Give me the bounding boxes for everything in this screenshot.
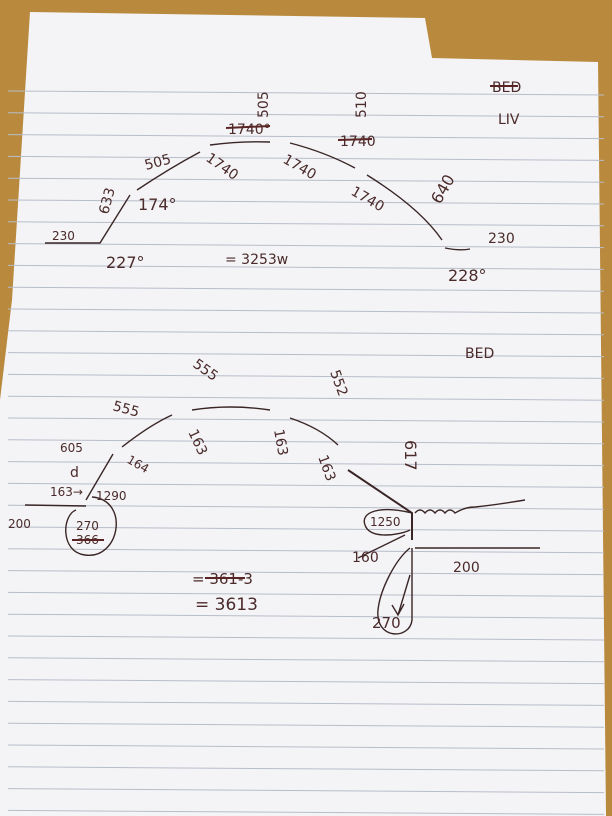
- room-label-struck: BED: [492, 80, 521, 96]
- label-200-left: 200: [8, 517, 31, 531]
- ruled-line: [7, 548, 605, 554]
- ruled-line: [7, 352, 605, 358]
- ruled-line: [7, 221, 605, 227]
- label-270-left: 270: [76, 519, 99, 533]
- ruled-line: [7, 395, 605, 401]
- label-633: 633: [96, 186, 118, 216]
- label-230-right: 230: [488, 231, 515, 247]
- ruled-line: [7, 700, 605, 706]
- label-200-right: 200: [453, 560, 480, 576]
- ruled-line: [7, 155, 605, 161]
- label-227: 227°: [106, 253, 145, 272]
- label-d: d: [70, 465, 79, 481]
- label-163-arrow: 163→: [50, 485, 83, 499]
- ruled-line: [7, 461, 605, 467]
- ruled-line: [7, 264, 605, 270]
- ruled-line: [7, 373, 605, 379]
- ruled-line: [7, 177, 605, 183]
- ruled-line: [7, 112, 605, 118]
- label-617: 617: [401, 440, 420, 471]
- ruled-line: [7, 809, 605, 815]
- ruled-line: [7, 744, 605, 750]
- ruled-line: [7, 570, 605, 576]
- ruled-line: [7, 657, 605, 663]
- label-1740-struck-b: 1740: [340, 134, 376, 150]
- ruled-line: [7, 199, 605, 205]
- label-174: 174°: [138, 195, 177, 214]
- label-228: 228°: [448, 266, 487, 285]
- ruled-line: [7, 788, 605, 794]
- ruled-line: [7, 90, 605, 96]
- label-163-2: 163: [270, 428, 290, 457]
- ruled-line: [7, 635, 605, 641]
- ruled-line: [7, 417, 605, 423]
- ruled-line: [7, 591, 605, 597]
- label-1250: 1250: [370, 515, 401, 529]
- label-1740-struck: 1740°: [228, 122, 271, 138]
- label-1290: 1290: [96, 489, 127, 503]
- label-555-left: 555: [111, 398, 141, 420]
- ruled-lines: [7, 90, 605, 815]
- label-505-top: 505: [256, 91, 272, 118]
- room-label: LIV: [498, 112, 520, 128]
- label-510: 510: [354, 91, 370, 118]
- ruled-line: [7, 482, 605, 488]
- ruled-line: [7, 439, 605, 445]
- top-arc-diagram: [45, 141, 471, 251]
- ruled-line: [7, 504, 605, 510]
- label-605: 605: [60, 441, 83, 455]
- label-505-left: 505: [143, 151, 173, 173]
- ruled-line: [7, 243, 605, 249]
- ruled-line: [7, 526, 605, 532]
- ruled-line: [7, 134, 605, 140]
- ruled-line: [7, 613, 605, 619]
- ruled-line: [7, 679, 605, 685]
- ruled-line: [7, 330, 605, 336]
- label-230-left: 230: [52, 229, 75, 243]
- total-3613: = 3613: [195, 595, 258, 615]
- room-label-bed: BED: [465, 346, 494, 362]
- total-3253: = 3253w: [225, 252, 288, 268]
- label-160: 160: [352, 550, 379, 566]
- ruled-line: [7, 286, 605, 292]
- ruled-line: [7, 308, 605, 314]
- ruled-line: [7, 766, 605, 772]
- paper-sheet: [0, 12, 606, 816]
- bottom-arc-diagram: [24, 406, 540, 635]
- label-270-right: 270: [372, 614, 401, 632]
- ruled-line: [7, 722, 605, 728]
